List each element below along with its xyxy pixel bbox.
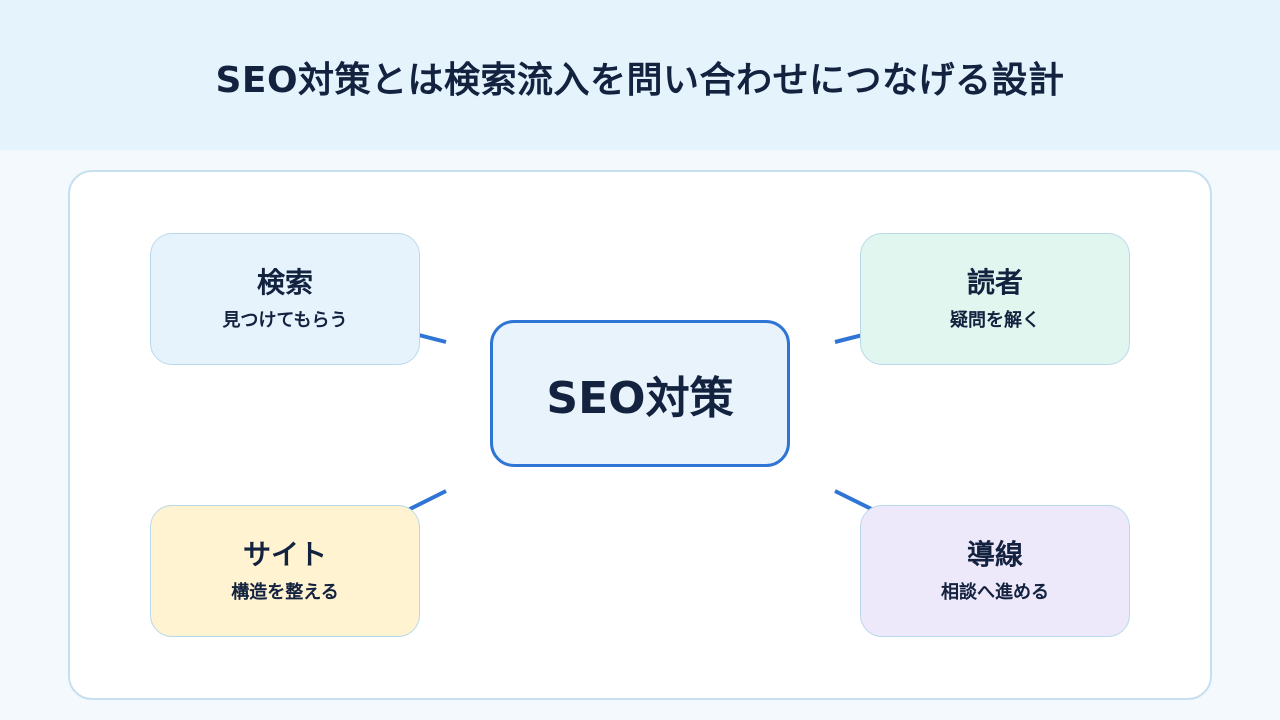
page-title: SEO対策とは検索流入を問い合わせにつなげる設計 [215,60,1065,101]
node-reader-subtitle: 疑問を解く [950,309,1040,331]
node-lead-title: 導線 [966,538,1023,572]
node-lead: 導線 相談へ進める [860,505,1130,637]
node-reader-title: 読者 [966,266,1023,300]
node-search-title: 検索 [256,266,313,300]
node-search: 検索 見つけてもらう [150,233,420,365]
header-banner: SEO対策とは検索流入を問い合わせにつなげる設計 [0,0,1280,150]
node-site: サイト 構造を整える [150,505,420,637]
center-node: SEO対策 [490,320,790,467]
node-lead-subtitle: 相談へ進める [941,581,1049,603]
node-search-subtitle: 見つけてもらう [222,309,348,331]
node-site-title: サイト [242,538,327,572]
node-reader: 読者 疑問を解く [860,233,1130,365]
center-node-label: SEO対策 [546,372,734,424]
node-site-subtitle: 構造を整える [231,581,339,603]
